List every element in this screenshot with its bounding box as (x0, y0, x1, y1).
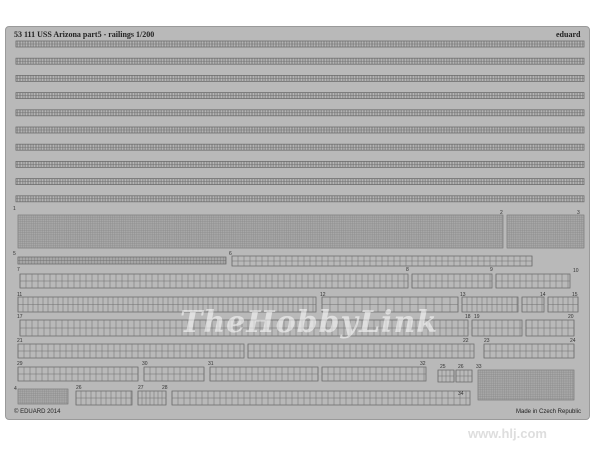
railing-26 (455, 369, 473, 383)
part-number-11: 11 (17, 292, 22, 298)
railing-15 (547, 296, 579, 313)
railing-11 (17, 296, 317, 313)
long-railing-2 (15, 57, 585, 65)
part-number-12: 12 (320, 292, 326, 298)
part-number-14: 14 (540, 292, 546, 298)
railing-31 (209, 366, 319, 382)
part-number-21: 21 (17, 338, 23, 344)
railing-21 (17, 343, 245, 359)
railing-17 (19, 319, 469, 337)
railing-29 (17, 366, 139, 382)
part-number-8: 8 (406, 267, 409, 273)
railing-6 (231, 255, 533, 267)
watermark-logo: TheHobbyLink (180, 305, 439, 340)
part-number-34: 34 (458, 391, 464, 397)
part-number-17: 17 (17, 314, 23, 320)
railing-28 (171, 390, 471, 406)
part-number-10: 10 (573, 268, 579, 274)
mesh-panel-2 (17, 214, 504, 249)
long-railing-7 (15, 143, 585, 151)
railing-7 (19, 273, 409, 289)
part-number-33: 33 (476, 364, 482, 370)
railing-27 (137, 390, 167, 406)
brand-logo: eduard (556, 30, 581, 39)
part-number-15: 15 (572, 292, 578, 298)
long-railing-8 (15, 160, 585, 168)
railing-5 (17, 256, 227, 265)
railing-9 (495, 273, 571, 289)
part-number-7: 7 (17, 267, 20, 273)
part-number-31: 31 (208, 361, 214, 367)
part-number-6: 6 (229, 251, 232, 257)
part-number-29: 29 (17, 361, 23, 367)
fret-title: 53 111 USS Arizona part5 - railings 1/20… (14, 30, 155, 39)
long-railing-3 (15, 75, 585, 82)
part-number-25: 25 (440, 364, 446, 370)
long-railing-5 (15, 109, 585, 117)
railing-13 (461, 296, 519, 313)
mesh-panel-3 (506, 214, 585, 249)
part-number-28: 28 (162, 385, 168, 391)
part-number-19: 19 (474, 314, 480, 320)
mesh-panel-4 (17, 388, 69, 405)
long-railing-6 (15, 126, 585, 134)
part-number-9: 9 (490, 267, 493, 273)
part-number-26: 26 (458, 364, 464, 370)
part-number-23: 23 (484, 338, 490, 344)
railing-32 (321, 366, 427, 382)
railing-30 (143, 366, 205, 382)
origin-text: Made in Czech Republic (516, 409, 582, 415)
railing-20 (525, 319, 575, 337)
part-number-24: 24 (570, 338, 576, 344)
railing-22 (247, 343, 475, 359)
part-number-20: 20 (568, 314, 574, 320)
part-number-4: 4 (14, 386, 17, 392)
railing-25 (437, 369, 455, 383)
part-number-32: 32 (420, 361, 426, 367)
long-railing-9 (15, 178, 585, 186)
watermark-site: www.hlj.com (468, 426, 547, 441)
part-number-26: 26 (76, 385, 82, 391)
part-number-22: 22 (463, 338, 469, 344)
mesh-panel-33 (477, 369, 575, 401)
railing-23 (483, 343, 575, 359)
part-number-13: 13 (460, 292, 466, 298)
railing-12 (321, 296, 459, 313)
railing-19 (471, 319, 523, 337)
long-railing-1 (15, 40, 585, 48)
railing-8 (411, 273, 493, 289)
part-number-5: 5 (13, 251, 16, 257)
railing-14 (521, 296, 545, 313)
long-railing-4 (15, 92, 585, 99)
copyright-text: © EDUARD 2014 (14, 409, 61, 415)
part-number-30: 30 (142, 361, 148, 367)
part-number-1: 1 (13, 206, 16, 212)
part-number-18: 18 (465, 314, 471, 320)
railing-26b (75, 390, 133, 406)
part-number-2: 2 (500, 210, 503, 216)
part-number-27: 27 (138, 385, 144, 391)
part-number-3: 3 (577, 210, 580, 216)
long-railing-10 (15, 195, 585, 203)
